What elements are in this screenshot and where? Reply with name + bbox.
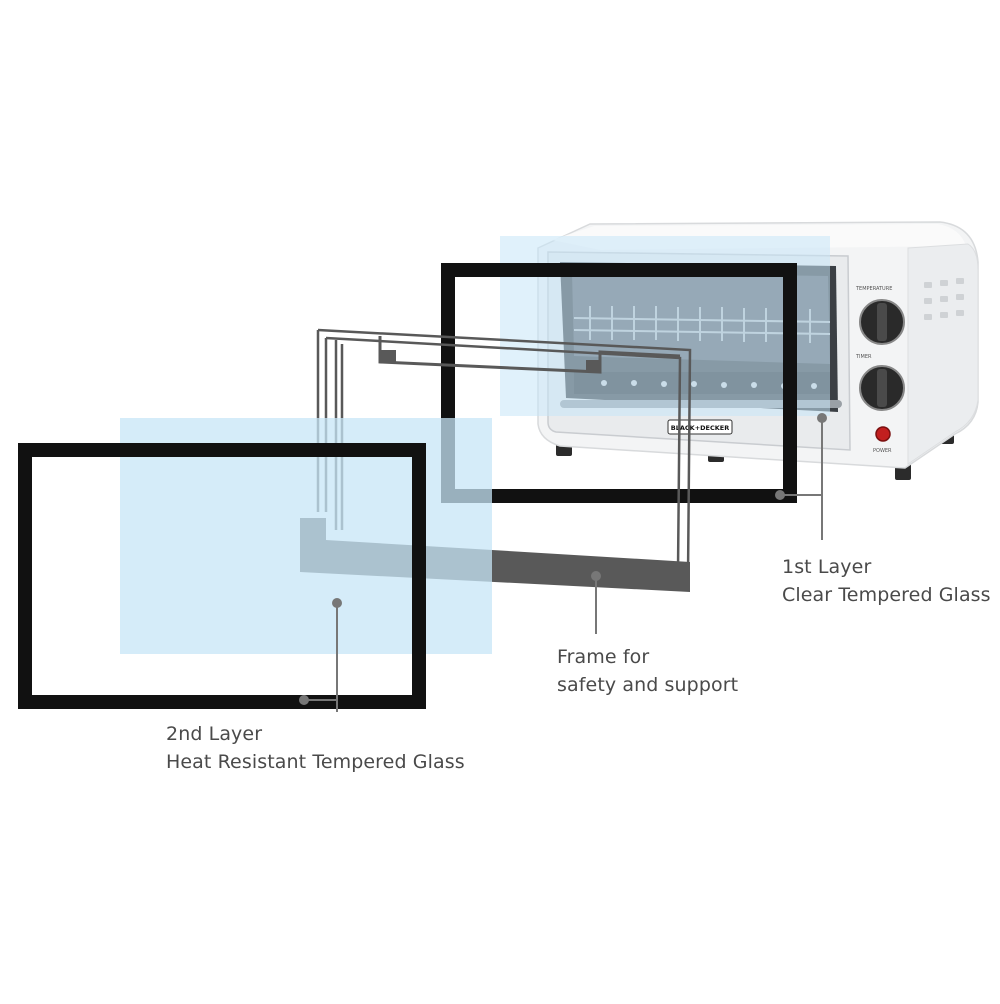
frame-dot — [591, 571, 601, 581]
power-indicator-light — [875, 426, 891, 442]
first-layer-frame — [441, 263, 797, 503]
second-layer-title: 2nd Layer — [166, 723, 263, 745]
frame-callout: Frame for safety and support — [557, 643, 738, 699]
power-label: POWER — [873, 448, 892, 454]
second-layer-description: Heat Resistant Tempered Glass — [166, 751, 465, 773]
second-layer-callout: 2nd Layer Heat Resistant Tempered Glass — [166, 720, 465, 776]
temperature-knob-grip — [877, 303, 887, 341]
second-layer-frame — [18, 443, 426, 709]
frame-description: safety and support — [557, 674, 739, 696]
second-layer-frame-dot — [299, 695, 309, 705]
first-layer-description: Clear Tempered Glass — [782, 584, 991, 606]
timer-label: TIMER — [855, 354, 872, 360]
timer-knob-grip — [877, 369, 887, 407]
first-layer-glass-dot — [817, 413, 827, 423]
first-layer-dot — [775, 490, 785, 500]
first-layer-leader — [780, 418, 823, 540]
second-layer-leader — [304, 603, 338, 712]
side-vents — [924, 278, 964, 320]
frame-title: Frame for — [557, 646, 650, 668]
oven-side — [907, 243, 979, 465]
second-layer-glass-dot — [332, 598, 342, 608]
first-layer-title: 1st Layer — [782, 556, 872, 578]
first-layer-callout: 1st Layer Clear Tempered Glass — [782, 553, 991, 609]
support-frame-outline — [317, 328, 692, 577]
brand-logo: BLACK+DECKER — [671, 424, 729, 432]
leader-dots — [299, 413, 827, 705]
second-layer-glass — [120, 418, 492, 654]
brand-logo-plate — [667, 419, 733, 435]
control-panel: TEMPERATURE TIMER POWER — [855, 286, 905, 454]
toaster-oven: TEMPERATURE TIMER POWER — [500, 221, 979, 480]
leader-lines — [304, 418, 823, 712]
temperature-label: TEMPERATURE — [855, 286, 892, 292]
